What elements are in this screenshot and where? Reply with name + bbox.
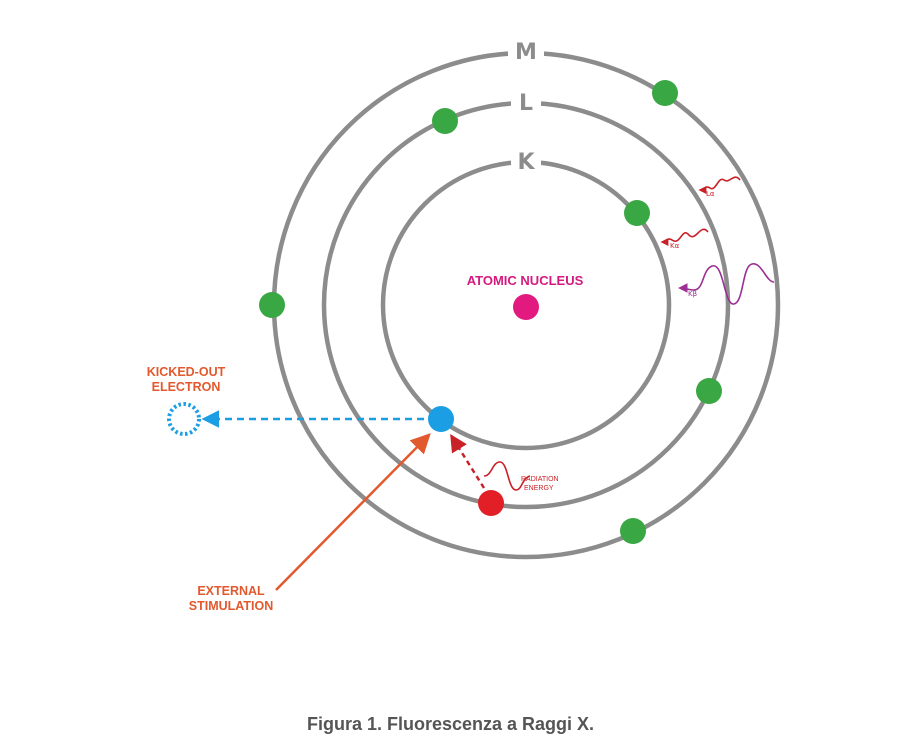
kicked-out-label-line1: KICKED-OUT xyxy=(147,365,226,379)
k-alpha-wave xyxy=(660,228,709,246)
electron-m-left xyxy=(259,292,285,318)
radiation-label-line1: RADIATION xyxy=(521,476,559,483)
electron-m-bottom xyxy=(620,518,646,544)
transition-arrow xyxy=(450,434,486,489)
k-beta-wave xyxy=(678,263,775,305)
kicked-out-label-line2: ELECTRON xyxy=(152,380,221,394)
nucleus-label: ATOMIC NUCLEUS xyxy=(467,273,584,288)
figure-caption: Figura 1. Fluorescenza a Raggi X. xyxy=(306,714,595,734)
xrf-atom-diagram: M L K ATOMIC NUCLEUS KICKED-OUT ELECTRON… xyxy=(147,38,781,613)
shell-l-label-gap xyxy=(511,89,541,115)
electron-l-top-left xyxy=(432,108,458,134)
external-label-line2: STIMULATION xyxy=(189,599,273,613)
electron-m-top-right xyxy=(652,80,678,106)
radiation-energy-wave xyxy=(483,461,531,491)
kicked-out-electron xyxy=(167,402,201,436)
radiation-label-line2: ENERGY xyxy=(524,485,554,492)
shell-label-m: M xyxy=(515,40,537,65)
electron-l-right xyxy=(696,378,722,404)
shell-label-k: K xyxy=(517,150,535,175)
k-beta-symbol: Kβ xyxy=(688,290,697,298)
shell-m-label-gap xyxy=(508,38,544,64)
shell-label-l: L xyxy=(519,91,533,116)
filling-electron xyxy=(478,490,504,516)
l-alpha-wave xyxy=(698,176,741,194)
electron-k-right xyxy=(624,200,650,226)
l-alpha-symbol: Lα xyxy=(706,190,715,198)
shell-k-label-gap xyxy=(511,148,541,174)
external-label-line1: EXTERNAL xyxy=(197,584,265,598)
k-alpha-symbol: Kα xyxy=(670,242,680,250)
external-stimulation-arrow xyxy=(275,433,431,591)
atomic-nucleus xyxy=(513,294,539,320)
vacancy-electron xyxy=(428,406,454,432)
